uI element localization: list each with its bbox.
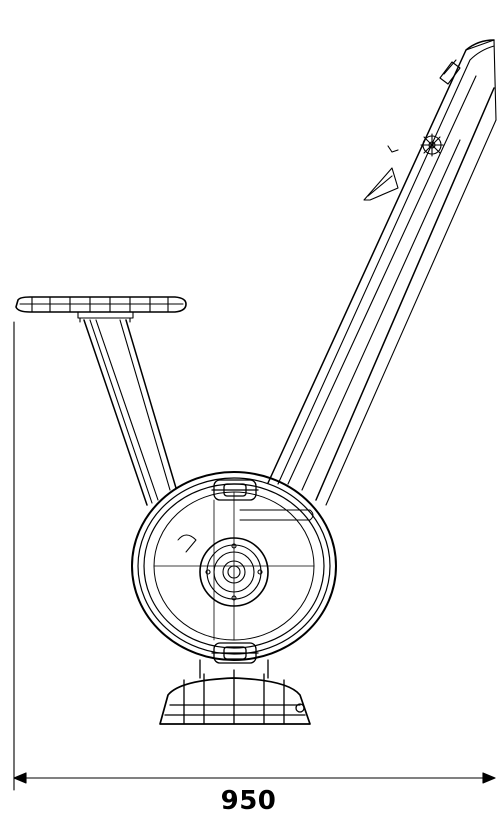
pedal-top: [211, 479, 259, 501]
base: [159, 659, 311, 725]
handlebar-arm: [267, 39, 497, 506]
resistance-lever: [363, 145, 399, 201]
handle-knob: [420, 133, 444, 157]
pedal-bottom: [211, 642, 259, 664]
dimension-label-width: 950: [220, 786, 277, 816]
crank-hub: [199, 537, 269, 607]
dimension-lines: [13, 321, 496, 791]
seat-post: [83, 319, 177, 506]
seat: [15, 296, 187, 323]
